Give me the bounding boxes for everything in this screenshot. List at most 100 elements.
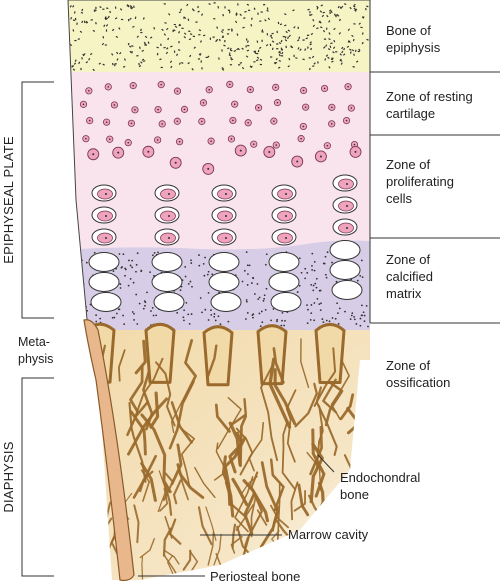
epiphysis-stipple [285, 45, 287, 49]
calcified-stipple [132, 281, 135, 284]
epiphysis-stipple [122, 65, 126, 68]
epiphysis-stipple [256, 52, 259, 55]
epiphysis-stipple [321, 14, 325, 18]
epiphysis-stipple [253, 50, 257, 53]
resting-cell-nucleus [273, 120, 275, 122]
epiphysis-stipple [236, 33, 239, 36]
calcified-stipple [300, 271, 303, 274]
epiphysis-stipple [242, 26, 245, 29]
trabecula [324, 381, 344, 427]
epiphysis-stipple [316, 7, 319, 10]
epiphysis-stipple [320, 4, 323, 7]
calcified-stipple [73, 264, 76, 267]
proliferating-cell-nucleus [168, 237, 170, 239]
trabecula [118, 349, 126, 382]
resting-cell-nucleus [134, 109, 136, 111]
epiphysis-stipple [191, 8, 195, 11]
calcified-stipple [344, 310, 346, 313]
epiphysis-stipple [288, 57, 291, 61]
label-bone-of-epiphysis: Bone of epiphysis [386, 23, 441, 55]
trabecula [162, 527, 172, 557]
epiphysis-stipple [199, 40, 202, 43]
resting-cell-nucleus [88, 90, 90, 92]
hypertrophic-lacuna [90, 292, 122, 312]
epiphysis-stipple [259, 20, 262, 22]
trabecula [129, 364, 144, 414]
label-zone-proliferating-cells: Zone of proliferating cells [386, 157, 458, 206]
epiphysis-stipple [187, 61, 190, 65]
epiphysis-stipple [163, 46, 166, 49]
epiphysis-stipple [170, 45, 173, 48]
epiphysis-stipple [80, 67, 82, 71]
epiphysis-stipple [191, 68, 194, 71]
resting-cell-nucleus [353, 143, 356, 146]
calcified-stipple [207, 270, 210, 273]
calcified-stipple [263, 297, 266, 300]
epiphysis-stipple [327, 48, 331, 51]
trabecula [242, 479, 270, 523]
calcified-stipple [201, 311, 203, 314]
epiphysis-stipple [156, 46, 159, 49]
label-marrow-cavity: Marrow cavity [288, 527, 369, 542]
calcified-stipple [324, 273, 327, 276]
epiphysis-stipple [332, 46, 336, 50]
trabecula [141, 556, 144, 580]
epiphysis-stipple [189, 33, 193, 36]
epiphysis-stipple [353, 7, 357, 10]
epiphysis-stipple [271, 32, 274, 35]
hypertrophic-lacuna [329, 240, 361, 260]
epiphysis-stipple [181, 62, 184, 64]
epiphysis-stipple [153, 27, 156, 30]
epiphysis-stipple [174, 25, 178, 29]
epiphysis-stipple [136, 55, 139, 57]
epiphysis-stipple [329, 11, 331, 15]
trabecula [213, 533, 222, 566]
epiphysis-stipple [89, 52, 93, 56]
epiphysis-stipple [219, 38, 221, 42]
epiphysis-stipple [342, 53, 346, 56]
epiphysis-stipple [257, 49, 260, 53]
epiphysis-stipple [343, 47, 346, 51]
calcified-stipple [182, 316, 185, 319]
calcified-stipple [322, 321, 325, 324]
trabecula [214, 403, 231, 433]
calcified-stipple [313, 260, 316, 263]
calcified-stipple [152, 314, 155, 317]
epiphysis-stipple [173, 50, 176, 53]
trabecula [149, 391, 160, 429]
epiphysis-stipple [253, 61, 256, 63]
epiphysis-stipple [138, 62, 140, 66]
periosteal-bone-collar [83, 319, 135, 582]
epiphysis-stipple [114, 63, 117, 65]
epiphysis-stipple [123, 58, 127, 61]
epiphysis-stipple [80, 11, 84, 14]
epiphysis-stipple [347, 28, 350, 31]
label-zone-resting-cartilage: Zone of resting cartilage [386, 89, 476, 121]
calcified-stipple [93, 251, 96, 254]
epiphysis-stipple [278, 41, 282, 45]
resting-cell-nucleus [92, 153, 95, 156]
proliferating-cell-nucleus [168, 215, 170, 217]
calcified-stipple [135, 270, 137, 273]
calcified-stipple [188, 323, 191, 325]
trabecula [194, 466, 216, 498]
epiphysis-stipple [241, 47, 244, 50]
calcified-stipple [336, 302, 339, 305]
epiphysis-stipple [325, 27, 328, 30]
calcified-stipple [321, 318, 324, 320]
resting-cell-nucleus [176, 120, 179, 123]
trabecula [134, 339, 147, 375]
trabecula [315, 386, 338, 456]
resting-cell-nucleus [157, 108, 159, 111]
epiphysis-stipple [244, 10, 247, 13]
calcified-stipple [191, 285, 193, 288]
epiphysis-stipple [215, 39, 218, 43]
calcified-stipple [118, 253, 121, 255]
resting-cell-nucleus [230, 138, 233, 140]
epiphysis-stipple [81, 8, 84, 12]
proliferating-cell-nucleus [225, 193, 227, 195]
calcified-stipple [245, 318, 247, 320]
trabecula [170, 401, 193, 444]
label-endochondral-bone: Endochondral bone [340, 470, 424, 502]
calcified-stipple [324, 255, 327, 258]
